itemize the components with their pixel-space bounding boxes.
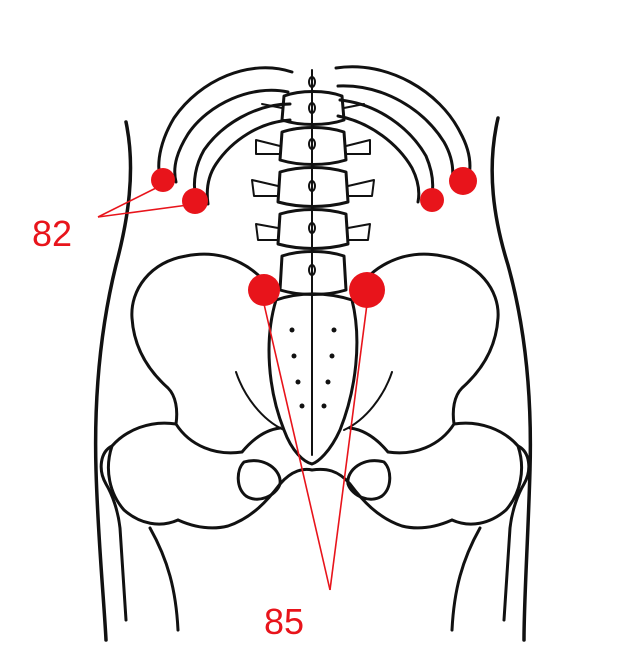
left-hip-socket [108,423,178,524]
left-iliac-inner [236,372,284,430]
label-82: 82 [32,213,72,254]
point-82-right-upper [449,167,477,195]
right-rib-upper [336,67,470,180]
point-82-right-lower [420,188,444,212]
right-rib-lower-inner [338,116,419,202]
point-85-left [248,274,280,306]
sacrum [269,294,357,464]
left-femur [101,446,178,630]
leader-85-right [330,304,367,590]
right-hip-socket [452,423,522,524]
torso-right-edge [492,118,530,640]
right-femur [452,446,529,630]
femurs [101,446,529,630]
point-85-right [349,272,385,308]
lumbar-spine [252,70,374,300]
right-obturator-foramen [348,461,390,500]
right-pubis [312,469,452,528]
left-rib-upper-inner [175,90,288,182]
left-pubis [178,469,312,528]
torso-left-edge [96,122,131,640]
label-85: 85 [264,601,304,642]
points-85 [248,272,385,308]
left-obturator-foramen [238,461,280,500]
point-82-left-lower [182,188,208,214]
leader-85-left [264,304,330,590]
